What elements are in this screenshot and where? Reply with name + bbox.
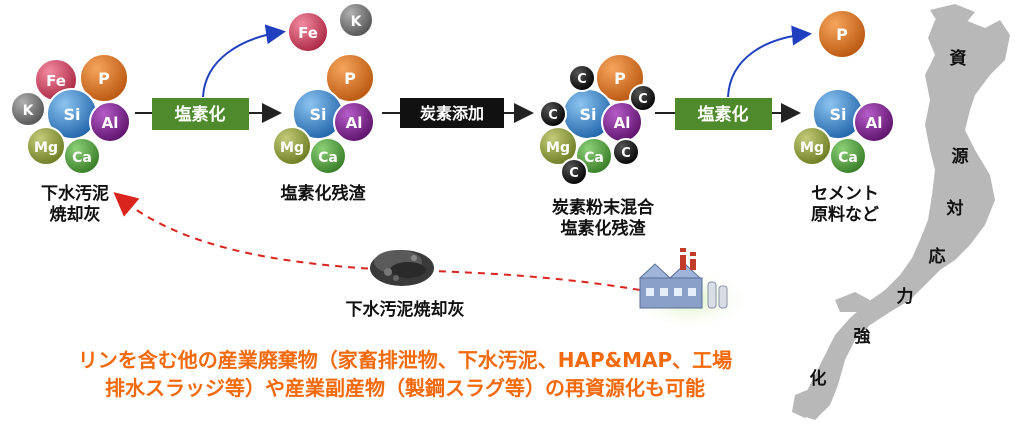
ca-ball: Ca: [72, 150, 92, 166]
factory-icon: [628, 248, 752, 330]
c-ball: C: [638, 92, 648, 107]
ca-ball: Ca: [318, 150, 338, 166]
map-text-4: 応: [929, 246, 946, 267]
c-ball: C: [548, 108, 558, 123]
map-text-7: 化: [810, 368, 827, 389]
carbon-addition-box: [400, 98, 504, 128]
mg-ball: Mg: [280, 140, 304, 156]
ash-label-line2: 焼却灰: [49, 205, 101, 225]
carbon-mixed-cluster: P Si Al Mg Ca C C C C C: [538, 53, 657, 186]
map-text-5: 力: [897, 286, 914, 307]
residue-label: 塩素化残渣: [268, 184, 378, 205]
p-ball: P: [344, 69, 356, 88]
chlorination-box-1: [152, 98, 249, 130]
mg-ball: Mg: [800, 140, 824, 156]
cement-label-line1: セメント: [811, 184, 879, 204]
al-ball: Al: [102, 114, 119, 132]
fe-ball: Fe: [46, 72, 66, 90]
residue-label-text: 塩素化残渣: [280, 184, 366, 204]
japan-map: [792, 4, 1010, 420]
k-ball: K: [23, 103, 35, 119]
ash-sample-label-text: 下水汚泥焼却灰: [345, 300, 465, 320]
c-ball: C: [577, 72, 587, 87]
cement-label-line2: 原料など: [811, 205, 879, 225]
chlorination-label-1: 塩素化: [175, 104, 226, 125]
map-text-3: 対: [946, 198, 964, 219]
residue-cluster: P Si Al Mg Ca: [272, 53, 375, 175]
ca-ball: Ca: [838, 150, 858, 166]
ash-pile-image: [370, 250, 434, 286]
si-ball: Si: [63, 105, 80, 124]
carbon-mix-label-line2: 塩素化残渣: [560, 219, 646, 239]
al-ball: Al: [614, 114, 631, 132]
carbon-addition-label: 炭素添加: [420, 104, 484, 123]
mg-ball: Mg: [546, 140, 570, 156]
ash-label: 下水汚泥 焼却灰: [30, 184, 120, 226]
recycling-note-line2: 排水スラッジ等）や産業副産物（製鋼スラグ等）の再資源化も可能: [105, 376, 705, 400]
ash-cluster: P Fe Si K Al Mg Ca: [10, 53, 131, 175]
removed-k-ball: K: [351, 14, 363, 30]
al-ball: Al: [346, 114, 363, 132]
p-ball: P: [614, 69, 626, 88]
mg-ball: Mg: [34, 140, 58, 156]
p-recovery-arrow: [727, 25, 812, 98]
c-ball: C: [621, 146, 631, 161]
carbon-mix-label-line1: 炭素粉末混合: [552, 198, 654, 218]
chlorination-box-2: [675, 98, 772, 130]
recovered-p-ball: P: [836, 25, 848, 44]
chlorination-label-2: 塩素化: [698, 104, 749, 125]
ash-label-line1: 下水汚泥: [41, 184, 109, 204]
ca-ball: Ca: [584, 150, 604, 166]
map-text-1: 資: [950, 49, 967, 69]
map-text-2: 源: [952, 146, 969, 167]
cement-cluster: Si Al Mg Ca: [792, 88, 895, 175]
cement-label: セメント 原料など: [795, 184, 895, 226]
p-ball: P: [98, 69, 110, 88]
c-ball: C: [569, 166, 579, 181]
recycle-dashed-arrow: [113, 192, 641, 291]
si-ball: Si: [579, 105, 596, 124]
fe-k-removal-arrow: [202, 24, 286, 98]
recycling-note: リンを含む他の産業廃棄物（家畜排泄物、下水汚泥、HAP&MAP、工場 排水スラッ…: [20, 346, 790, 402]
si-ball: Si: [829, 105, 846, 124]
recycling-note-line1: リンを含む他の産業廃棄物（家畜排泄物、下水汚泥、HAP&MAP、工場: [77, 348, 733, 372]
removed-fe-ball: Fe: [298, 24, 318, 42]
ash-sample-label: 下水汚泥焼却灰: [330, 300, 480, 321]
al-ball: Al: [866, 114, 883, 132]
map-text-6: 強: [854, 326, 871, 347]
si-ball: Si: [309, 105, 326, 124]
carbon-mix-label: 炭素粉末混合 塩素化残渣: [538, 198, 668, 240]
